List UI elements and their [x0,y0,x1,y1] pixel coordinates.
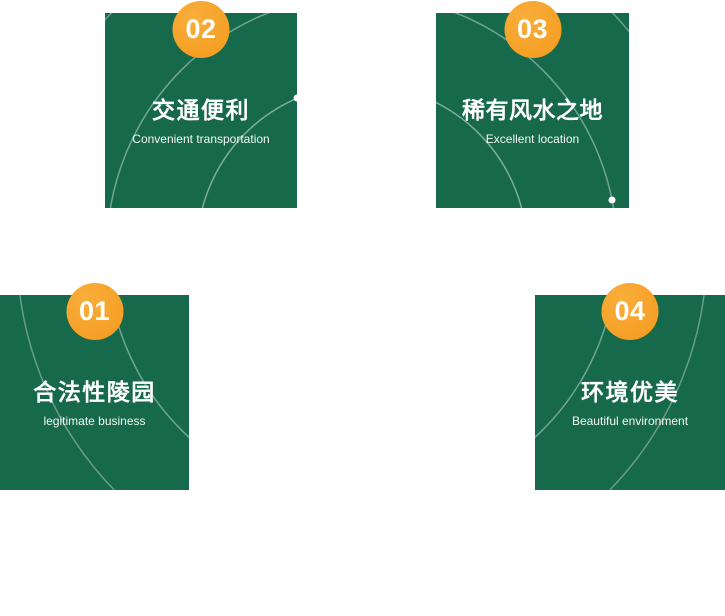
card-subtitle-02: Convenient transportation [132,132,270,146]
feature-card-01: 01 合法性陵园 legitimate business [0,283,189,490]
feature-card-04: 04 环境优美 Beautiful environment [535,283,725,490]
number-badge-04: 04 [601,283,659,340]
number-badge-03: 03 [504,1,561,58]
card-title-01: 合法性陵园 [33,379,156,405]
number-badge-01: 01 [66,283,123,340]
card-title-03: 稀有风水之地 [462,97,603,123]
number-badge-02: 02 [172,1,230,58]
card-subtitle-01: legitimate business [43,414,146,428]
feature-card-03: 03 稀有风水之地 Excellent location [436,1,629,208]
card-subtitle-04: Beautiful environment [571,414,689,428]
feature-card-02: 02 交通便利 Convenient transportation [105,1,297,208]
card-title-02: 交通便利 [152,97,250,123]
card-title-04: 环境优美 [581,379,679,405]
card-subtitle-03: Excellent location [485,132,580,146]
